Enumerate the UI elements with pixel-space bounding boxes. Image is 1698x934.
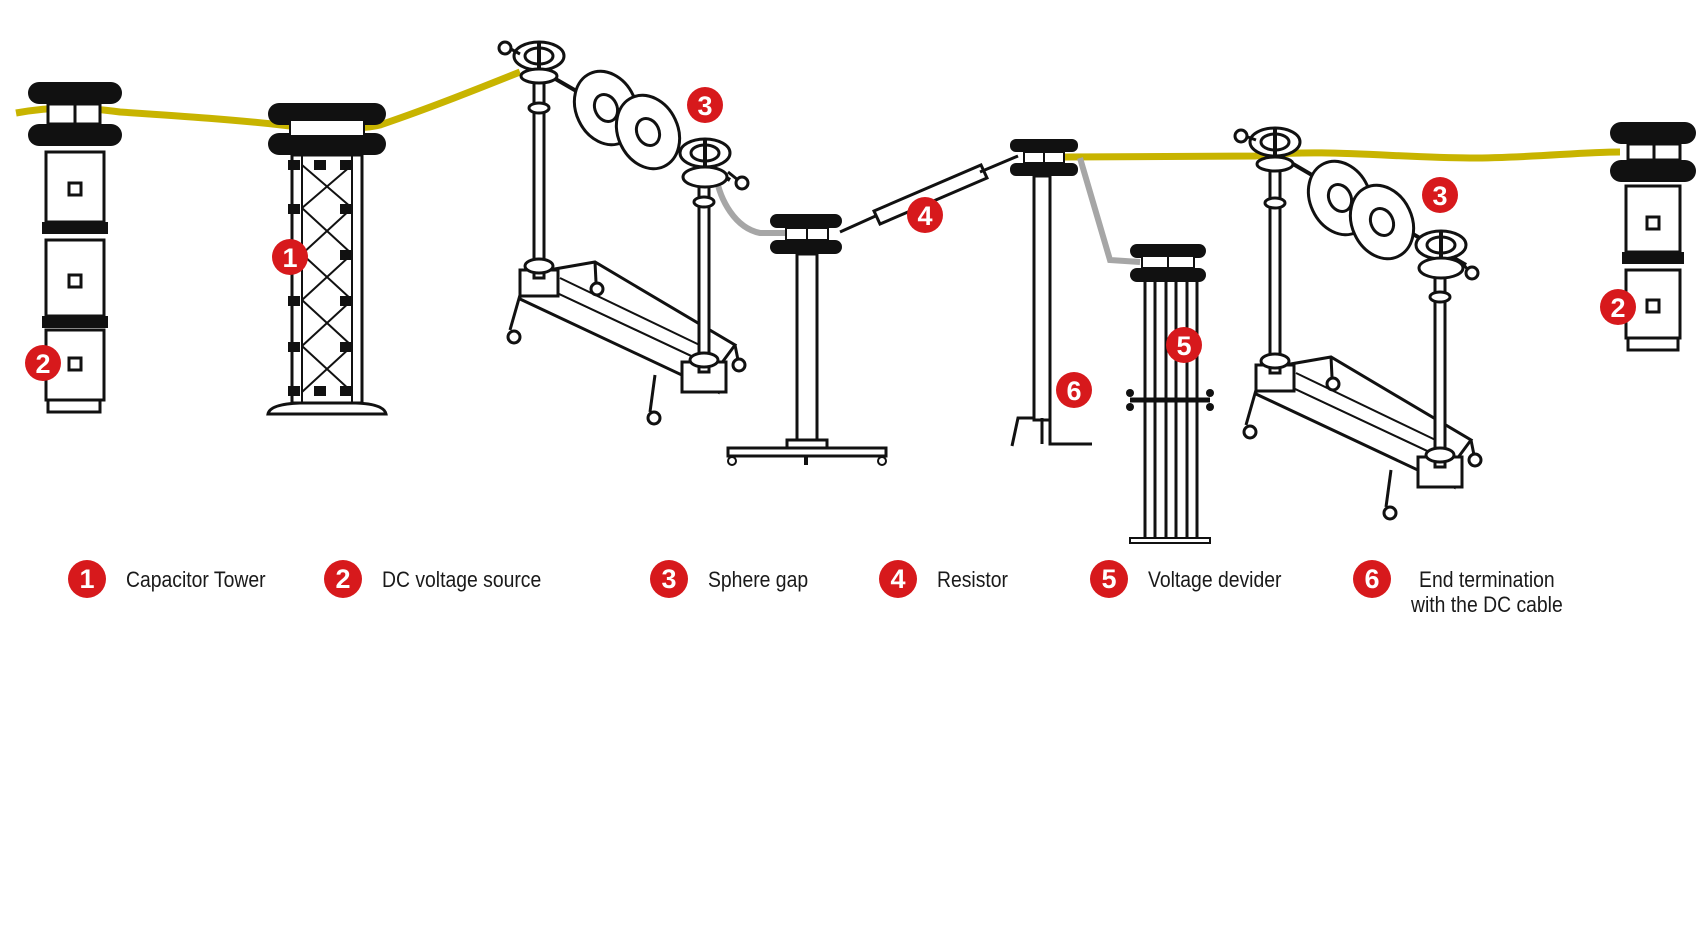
legend-badge: 5	[1090, 560, 1128, 598]
legend-item-end-termination: 6 End termination with the DC cable	[1353, 560, 1583, 617]
svg-text:2: 2	[35, 349, 50, 379]
svg-text:5: 5	[1176, 331, 1191, 361]
legend-label: Resistor	[937, 567, 1009, 592]
svg-text:1: 1	[282, 243, 297, 273]
dc-voltage-source-left	[28, 82, 122, 414]
legend-label: End termination with the DC cable	[1411, 567, 1563, 617]
diagram-badge-2-left: 2	[25, 345, 61, 381]
legend-badge: 6	[1353, 560, 1391, 598]
resistor-stand	[726, 214, 888, 466]
diagram-badge-3-right: 3	[1422, 177, 1458, 213]
legend-label: Voltage devider	[1148, 567, 1282, 592]
legend-label: DC voltage source	[382, 567, 542, 592]
diagram-badge-6: 6	[1056, 372, 1092, 408]
legend-item-resistor: 4 Resistor	[879, 560, 1018, 598]
hv-cable-right	[1064, 148, 1621, 162]
sphere-gap-right	[1233, 126, 1483, 521]
grey-cable-divider	[1077, 157, 1141, 265]
resistor	[839, 154, 1019, 234]
legend-item-dc-voltage-source: 2 DC voltage source	[324, 560, 563, 598]
svg-text:3: 3	[1432, 181, 1447, 211]
legend-item-capacitor-tower: 1 Capacitor Tower	[68, 560, 285, 598]
diagram-badge-2-right: 2	[1600, 289, 1636, 325]
svg-text:2: 2	[1610, 293, 1625, 323]
legend-badge: 4	[879, 560, 917, 598]
end-termination	[1010, 139, 1092, 447]
sphere-gap-left	[497, 40, 750, 426]
diagram-badge-5: 5	[1166, 327, 1202, 363]
legend-badge: 3	[650, 560, 688, 598]
svg-text:4: 4	[917, 201, 932, 231]
legend-label: Sphere gap	[708, 567, 809, 592]
legend-badge: 2	[324, 560, 362, 598]
legend-label: Capacitor Tower	[126, 567, 266, 592]
capacitor-tower	[266, 103, 388, 416]
legend-badge: 1	[68, 560, 106, 598]
legend-item-sphere-gap: 3 Sphere gap	[650, 560, 822, 598]
dc-voltage-source-right	[1610, 122, 1696, 352]
voltage-divider	[1126, 244, 1214, 544]
legend: 1 Capacitor Tower 2 DC voltage source 3 …	[0, 560, 1698, 640]
diagram-badge-1: 1	[272, 239, 308, 275]
diagram-badge-3-left: 3	[687, 87, 723, 123]
svg-text:3: 3	[697, 91, 712, 121]
svg-text:6: 6	[1066, 376, 1081, 406]
diagram-badge-4: 4	[907, 197, 943, 233]
legend-item-voltage-devider: 5 Voltage devider	[1090, 560, 1300, 598]
